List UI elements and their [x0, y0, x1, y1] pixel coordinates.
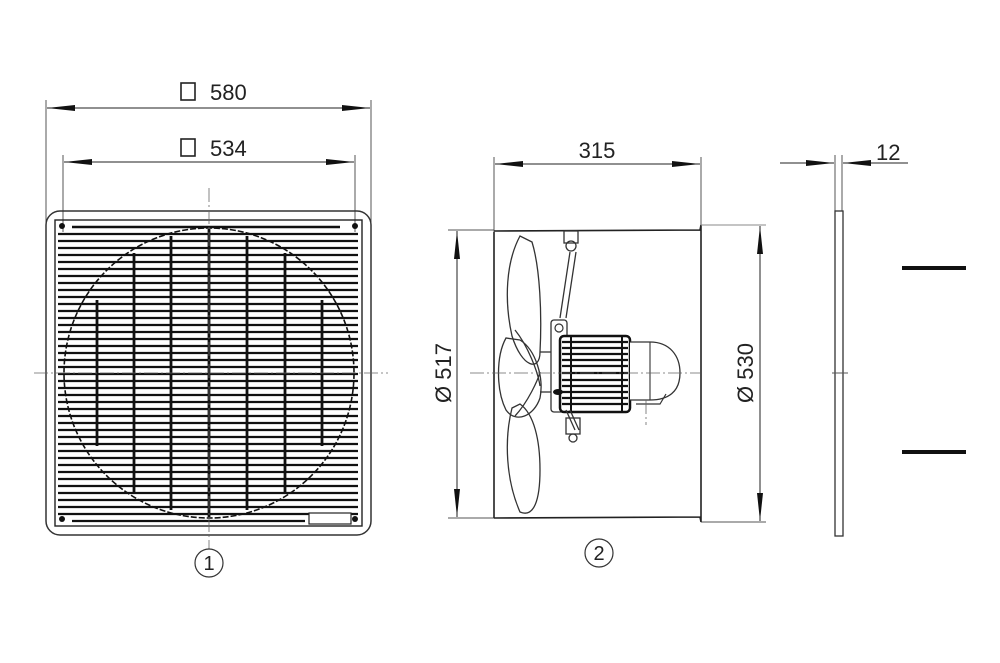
dimension-580: 580 [45, 80, 372, 222]
square-symbol-icon [180, 138, 196, 157]
dimension-534-text: 534 [210, 136, 247, 161]
callout-2: 2 [584, 538, 614, 568]
dimension-534: 534 [62, 136, 356, 232]
square-symbol-icon [180, 82, 196, 101]
view-2-fan: 315 Ø 517 Ø 530 [431, 138, 766, 568]
airflow-arrows [902, 266, 966, 454]
callout-1: 1 [194, 548, 224, 578]
view-1-grille: 580 534 [34, 80, 388, 578]
dimension-530-text: Ø 530 [733, 343, 758, 403]
motor [550, 319, 681, 414]
callout-2-number: 2 [593, 543, 604, 565]
dimension-diameter-517: Ø 517 [431, 229, 494, 519]
dimension-517-text: Ø 517 [431, 343, 456, 403]
callout-1-number: 1 [203, 553, 214, 575]
dimension-580-text: 580 [210, 80, 247, 105]
grille-inner-frame [54, 219, 363, 527]
dimension-315-text: 315 [579, 138, 616, 163]
label-plate [308, 512, 352, 525]
duct-housing [493, 224, 766, 523]
dimension-315: 315 [493, 138, 702, 232]
corner-screws [59, 223, 358, 522]
fan-blades [497, 235, 556, 514]
dimension-12: 12 [780, 140, 908, 212]
dimension-12-text: 12 [876, 140, 900, 165]
bottom-bracket [565, 409, 581, 443]
dimension-diameter-530: Ø 530 [701, 224, 766, 523]
top-bracket [559, 230, 579, 319]
view-3-wall-plate: 12 [780, 140, 966, 537]
